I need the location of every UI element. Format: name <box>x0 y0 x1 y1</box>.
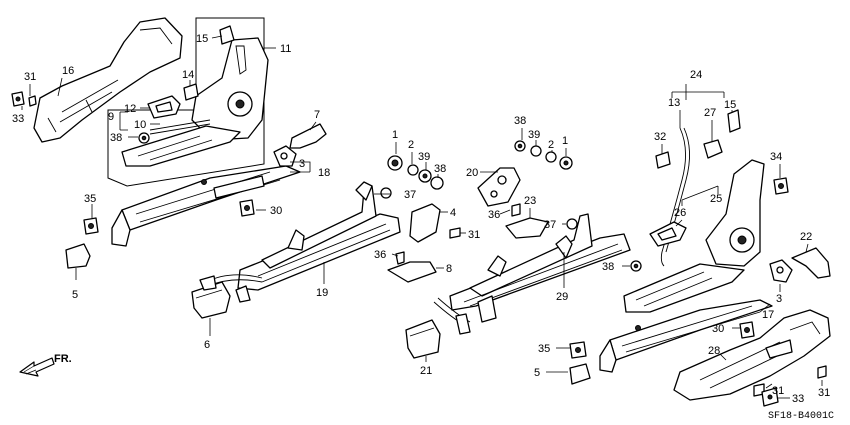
label-2b: 2 <box>548 139 554 151</box>
label-37b: 37 <box>544 219 556 231</box>
label-35a: 35 <box>84 193 96 205</box>
label-34: 34 <box>770 151 782 163</box>
knob-14 <box>183 83 199 101</box>
label-37a: 37 <box>404 189 416 201</box>
cap-5a <box>65 243 91 269</box>
left-rail-18 <box>111 123 327 247</box>
label-15b: 15 <box>724 99 736 111</box>
bracket-8 <box>387 261 437 283</box>
right-recliner-group <box>623 109 765 313</box>
label-15a: 15 <box>196 33 208 45</box>
cable-13 <box>660 127 686 267</box>
label-27: 27 <box>704 107 716 119</box>
label-1b: 1 <box>562 135 568 147</box>
label-29: 29 <box>556 291 568 303</box>
label-3b: 3 <box>776 293 782 305</box>
label-4: 4 <box>450 207 456 219</box>
front-label: FR. <box>54 353 72 365</box>
label-3a: 3 <box>299 158 305 170</box>
right-top-small-parts <box>769 177 831 283</box>
label-38c: 38 <box>514 115 526 127</box>
screw-36a <box>395 251 405 265</box>
label-38a: 38 <box>110 132 122 144</box>
label-38b: 38 <box>434 163 446 175</box>
label-9: 9 <box>108 111 114 123</box>
label-14: 14 <box>182 69 194 81</box>
label-17: 17 <box>762 309 774 321</box>
label-7: 7 <box>314 109 320 121</box>
bracket-22 <box>791 247 831 279</box>
left-recliner-group-box <box>107 17 265 187</box>
label-33a: 33 <box>12 113 24 125</box>
label-12: 12 <box>124 103 136 115</box>
nut-32 <box>655 151 671 169</box>
label-32: 32 <box>654 131 666 143</box>
screw-36b <box>511 203 521 217</box>
bracket-7 <box>289 123 327 149</box>
bracket-4 <box>409 203 441 243</box>
label-5b: 5 <box>534 367 540 379</box>
label-5a: 5 <box>72 289 78 301</box>
cap-5b <box>569 363 591 385</box>
label-30b: 30 <box>712 323 724 335</box>
leader-lines <box>21 35 823 399</box>
left-small-parts <box>65 199 255 319</box>
label-36b: 36 <box>488 209 500 221</box>
label-22: 22 <box>800 231 812 243</box>
label-33b: 33 <box>792 393 804 405</box>
label-11: 11 <box>280 43 291 55</box>
label-31d: 31 <box>818 387 830 399</box>
seat-cover-28 <box>673 309 831 407</box>
bracket-20 <box>477 167 521 207</box>
label-31c: 31 <box>772 385 784 397</box>
label-39a: 39 <box>418 151 430 163</box>
label-21: 21 <box>420 365 432 377</box>
label-6: 6 <box>204 339 210 351</box>
cap-15a <box>219 25 235 45</box>
label-18: 18 <box>318 167 330 179</box>
center-left-washers <box>380 155 461 283</box>
label-31a: 31 <box>24 71 36 83</box>
label-31b: 31 <box>468 229 480 241</box>
label-36a: 36 <box>374 249 386 261</box>
label-20: 20 <box>466 167 478 179</box>
center-left-rail-19 <box>199 181 401 303</box>
center-right-small-parts <box>405 319 591 385</box>
label-26: 26 <box>674 207 686 219</box>
label-28: 28 <box>708 345 720 357</box>
cover-21 <box>405 319 441 359</box>
label-35b: 35 <box>538 343 550 355</box>
drawing-code: SF18-B4001C <box>768 411 834 422</box>
label-30a: 30 <box>270 205 282 217</box>
label-23: 23 <box>524 195 536 207</box>
recliner-base-plate <box>121 125 241 167</box>
label-10: 10 <box>134 119 146 131</box>
seat-cover-16 <box>33 17 183 143</box>
bracket-23 <box>505 217 549 239</box>
front-direction-indicator: FR. <box>19 353 72 377</box>
cap-15b <box>727 109 741 133</box>
label-38d: 38 <box>602 261 614 273</box>
screw-31d <box>817 365 827 379</box>
screw-31b <box>449 227 461 239</box>
label-19: 19 <box>316 287 328 299</box>
label-1a: 1 <box>392 129 398 141</box>
label-2a: 2 <box>408 139 414 151</box>
cap-27 <box>703 139 723 159</box>
left-recliner-group <box>33 17 269 187</box>
label-25: 25 <box>710 193 722 205</box>
right-rail-17 <box>599 299 773 373</box>
screw-31a <box>28 95 37 107</box>
label-16: 16 <box>62 65 74 77</box>
front-arrow-icon <box>19 357 55 377</box>
left-fasteners <box>11 91 37 107</box>
label-8: 8 <box>446 263 452 275</box>
label-39b: 39 <box>528 129 540 141</box>
label-13: 13 <box>668 97 680 109</box>
part-labels: 31 16 33 15 11 14 12 9 10 38 7 3 18 35 3… <box>12 33 830 405</box>
label-24: 24 <box>690 69 702 81</box>
center-right-rail-29 <box>433 140 631 335</box>
